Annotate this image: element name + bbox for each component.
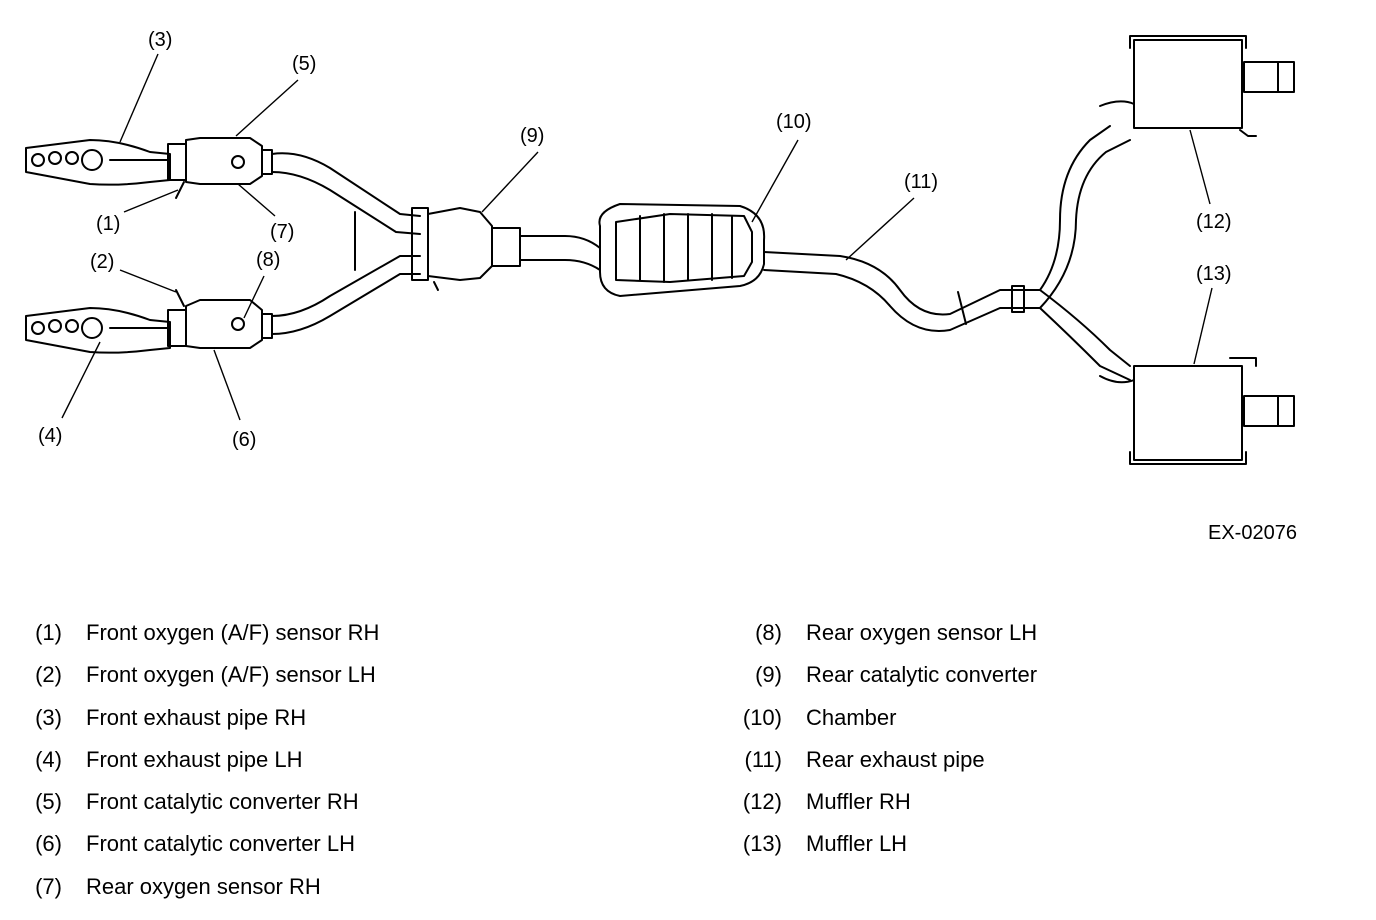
callout-6: (6) <box>232 429 256 451</box>
callout-3: (3) <box>148 29 172 51</box>
callout-12: (12) <box>1196 211 1232 233</box>
legend-item: (6)Front catalytic converter LH <box>35 831 355 857</box>
legend-item: (9)Rear catalytic converter <box>755 662 1038 688</box>
front-catalytic-converter-lh <box>167 289 273 349</box>
callout-13: (13) <box>1196 263 1232 285</box>
callout-2: (2) <box>90 251 114 273</box>
legend-column-right: (8)Rear oxygen sensor LH (9)Rear catalyt… <box>720 612 1376 866</box>
callout-7: (7) <box>270 221 294 243</box>
callout-5: (5) <box>292 53 316 75</box>
rear-catalytic-converter <box>411 207 521 291</box>
chamber <box>598 203 766 297</box>
legend-item: (4)Front exhaust pipe LH <box>35 746 303 772</box>
rear-exhaust-pipe <box>763 251 1041 332</box>
callout-10: (10) <box>776 111 812 133</box>
legend-item: (12)Muffler RH <box>742 789 911 815</box>
legend-item: (7)Rear oxygen sensor RH <box>35 873 321 899</box>
front-exhaust-pipe-rh <box>25 139 171 186</box>
callout-11: (11) <box>904 171 938 193</box>
legend-item: (10)Chamber <box>742 704 897 730</box>
parts-legend: (1)Front oxygen (A/F) sensor RH (2)Front… <box>0 612 1376 912</box>
legend-item: (3)Front exhaust pipe RH <box>35 704 307 730</box>
callout-8: (8) <box>256 249 280 271</box>
callout-1: (1) <box>96 213 120 235</box>
legend-item: (1)Front oxygen (A/F) sensor RH <box>35 620 380 645</box>
legend-item: (11)Rear exhaust pipe <box>744 746 985 772</box>
legend-item: (8)Rear oxygen sensor LH <box>755 620 1038 645</box>
callout-9: (9) <box>520 125 544 147</box>
legend-item: (2)Front oxygen (A/F) sensor LH <box>35 662 376 688</box>
legend-column-left: (1)Front oxygen (A/F) sensor RH (2)Front… <box>0 612 700 908</box>
exhaust-system-diagram: (1) (2) (3) (4) (5) (6) (7) (8) (9) (10)… <box>25 29 1295 465</box>
figure-code: EX-02076 <box>1208 522 1297 544</box>
callout-4: (4) <box>38 425 62 447</box>
front-catalytic-converter-rh <box>167 137 273 199</box>
legend-item: (5)Front catalytic converter RH <box>35 789 359 815</box>
muffler-rh <box>1129 35 1295 137</box>
muffler-lh <box>1129 357 1295 465</box>
legend-item: (13)Muffler LH <box>742 831 908 857</box>
front-exhaust-pipe-lh <box>25 307 171 354</box>
